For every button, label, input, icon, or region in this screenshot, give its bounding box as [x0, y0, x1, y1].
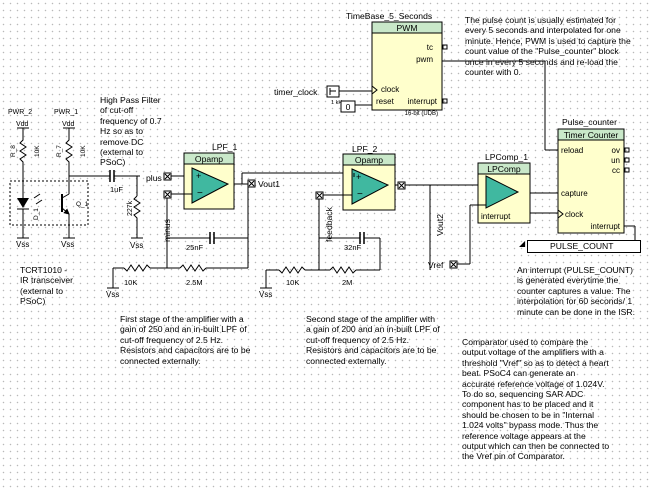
- vss-q1-label: Vss: [61, 240, 74, 249]
- lpcomp-type-label: LPComp: [487, 164, 521, 174]
- pulse-count-interrupt[interactable]: PULSE_COUNT: [527, 240, 641, 253]
- lpcomp-instance-name: LPComp_1: [485, 152, 528, 162]
- minus-node-label: minus: [162, 219, 172, 242]
- pwm-type-label: PWM: [396, 23, 417, 33]
- plus-node-label: plus: [146, 173, 162, 183]
- comparator-note: Comparator used to compare the output vo…: [462, 337, 610, 462]
- vref-label: Vref: [428, 260, 444, 270]
- timer-clock-label: timer_clock: [274, 87, 318, 97]
- pwm-instance-name: TimeBase_5_Seconds: [346, 11, 432, 21]
- counter-reload-pin: reload: [561, 146, 583, 155]
- vss-d1-label: Vss: [16, 240, 29, 249]
- r7-value: 10K: [80, 145, 87, 157]
- hpf-note: High Pass Filter of cut-off frequency of…: [100, 95, 162, 168]
- lpf1-opamp[interactable]: LPF_1 Opamp + −: [183, 142, 238, 210]
- interrupt-note: An interrupt (PULSE_COUNT) is generated …: [517, 265, 636, 317]
- feedback-node-label: feedback: [324, 206, 334, 242]
- r10k-a-label: 10K: [124, 278, 137, 287]
- c32nf-label: 32nF: [344, 243, 362, 252]
- lpf2-opamp[interactable]: LPF_2 Opamp + −: [342, 144, 396, 211]
- vss-lpf2-label: Vss: [259, 290, 272, 299]
- counter-capture-pin: capture: [561, 189, 588, 198]
- c1-label: 1uF: [110, 185, 123, 194]
- lpf1-instance-name: LPF_1: [212, 142, 238, 152]
- counter-clock-pin: clock: [565, 210, 584, 219]
- vout1-label: Vout1: [258, 179, 280, 189]
- counter-instance-name: Pulse_counter: [562, 117, 617, 127]
- pwm-tc-pin: tc: [427, 43, 433, 52]
- lpf1-type-label: Opamp: [195, 154, 223, 164]
- q1-label: Q_1: [76, 201, 89, 208]
- pwm-clock-pin: clock: [381, 85, 400, 94]
- timer-clock-freq: 1 kHz: [331, 100, 345, 106]
- r8-value: 10K: [34, 145, 41, 157]
- vout2-label: Vout2: [435, 214, 445, 236]
- svg-text:+: +: [356, 172, 361, 182]
- pwm-block[interactable]: TimeBase_5_Seconds PWM tc pwm clock rese…: [346, 11, 448, 117]
- pwm-interrupt-pin: interrupt: [408, 97, 438, 106]
- pwr1-label: PWR_1: [54, 109, 78, 116]
- r7-label: R_7: [56, 145, 63, 157]
- pwm-subtitle: 16-bit (UDB): [405, 111, 438, 117]
- svg-text:−: −: [197, 188, 203, 199]
- ir-transceiver[interactable]: PWR_2 PWR_1 Vdd Vdd R_8 10K R_7 10K D_1 …: [8, 109, 89, 249]
- counter-ov-pin: ov: [612, 146, 620, 155]
- pwr2-label: PWR_2: [8, 109, 32, 116]
- r227k-label: 227k: [127, 200, 134, 216]
- lpf2-type-label: Opamp: [355, 155, 383, 165]
- vss-hpf-label: Vss: [130, 241, 143, 250]
- pulse-count-label: PULSE_COUNT: [550, 241, 614, 251]
- vss-lpf1-label: Vss: [106, 290, 119, 299]
- vdd1-label: Vdd: [62, 121, 75, 128]
- pwm-reset-pin: reset: [376, 97, 395, 106]
- lpcomp-interrupt-pin: interrupt: [481, 212, 511, 221]
- svg-text:−: −: [357, 189, 363, 200]
- counter-cc-pin: cc: [612, 166, 620, 175]
- lpf2-instance-name: LPF_2: [352, 144, 378, 154]
- svg-text:◢: ◢: [519, 239, 526, 248]
- r10k-b-label: 10K: [286, 278, 299, 287]
- timer-counter-block[interactable]: Pulse_counter Timer Counter reload ov un…: [557, 117, 636, 245]
- r25m-label: 2.5M: [186, 278, 203, 287]
- lpcomp-block[interactable]: LPComp_1 LPComp interrupt: [477, 152, 531, 224]
- tcrt-note: TCRT1010 - IR transceiver (external to P…: [20, 265, 74, 307]
- stage2-note: Second stage of the amplifier with a gai…: [306, 314, 440, 366]
- r8-label: R_8: [10, 145, 17, 157]
- stage1-note: First stage of the amplifier with a gain…: [120, 314, 251, 366]
- pwm-pwm-pin: pwm: [416, 55, 433, 64]
- vdd2-label: Vdd: [16, 121, 29, 128]
- counter-un-pin: un: [611, 156, 620, 165]
- reset-constant: 0: [346, 102, 351, 112]
- counter-type-label: Timer Counter: [564, 130, 619, 140]
- pwm-note: The pulse count is usually estimated for…: [465, 15, 631, 78]
- svg-text:+: +: [196, 171, 201, 181]
- r2m-label: 2M: [342, 278, 352, 287]
- d1-label: D_1: [33, 208, 40, 220]
- counter-interrupt-pin: interrupt: [591, 222, 621, 231]
- c25nf-label: 25nF: [186, 243, 204, 252]
